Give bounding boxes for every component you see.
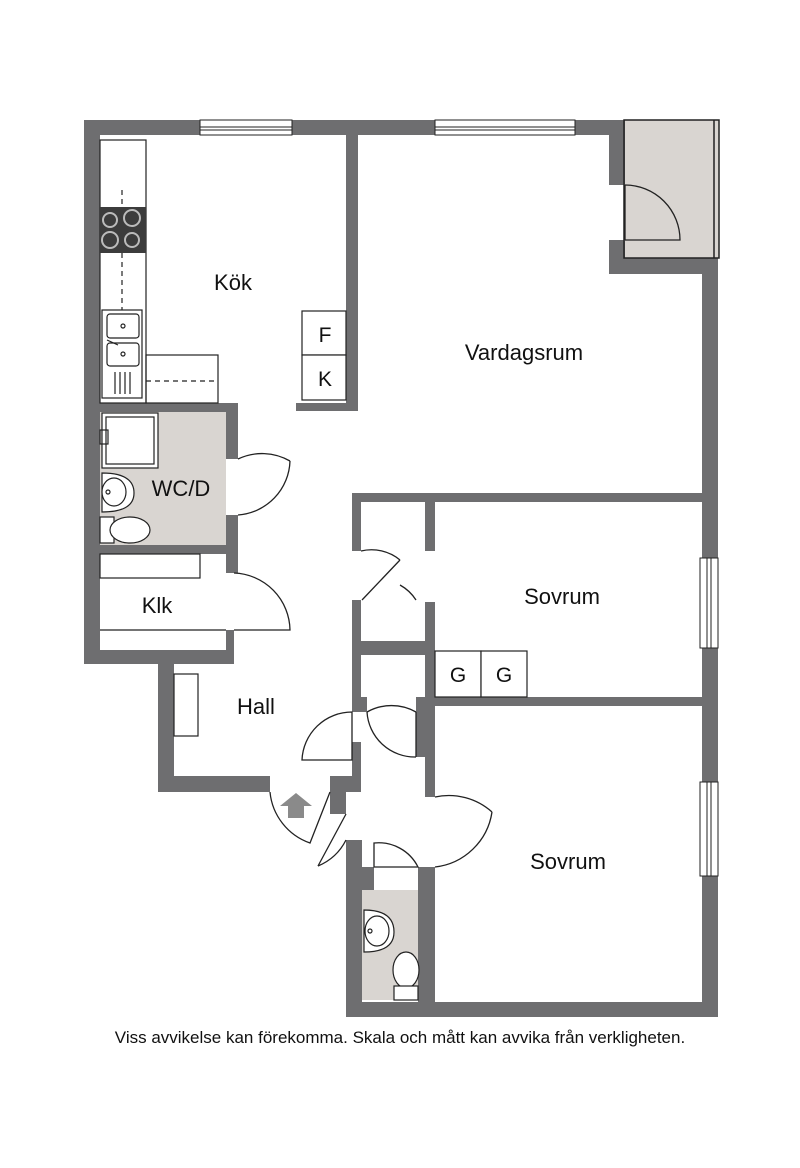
- room-label-wc: WC/D: [152, 476, 211, 501]
- walls: [84, 120, 718, 1017]
- room-label-bedroom-2: Sovrum: [530, 849, 606, 874]
- room-label-closet: Klk: [142, 593, 174, 618]
- fridge-label: F: [319, 324, 332, 347]
- entrance-arrow-icon: [280, 793, 312, 818]
- windows: [199, 119, 719, 877]
- room-label-kitchen: Kök: [214, 270, 253, 295]
- wardrobes: [434, 650, 528, 698]
- room-label-hall: Hall: [237, 694, 275, 719]
- wardrobe-label-1: G: [450, 664, 466, 687]
- hall-shelf: [173, 673, 199, 737]
- kitchen-counter: [99, 139, 219, 404]
- washbasin-icon: [101, 472, 135, 513]
- room-label-bedroom-1: Sovrum: [524, 584, 600, 609]
- stove-icon: [100, 207, 146, 253]
- fridge-freezer: [301, 310, 347, 401]
- shower-icon: [99, 412, 159, 469]
- balcony-floor: [624, 120, 719, 258]
- kitchen-sink-icon: [101, 309, 143, 399]
- doors: [233, 184, 681, 868]
- small-toilet-icon: [392, 951, 420, 1001]
- wardrobe-label-2: G: [496, 664, 512, 687]
- toilet-icon: [99, 516, 151, 544]
- freezer-label: K: [318, 368, 332, 391]
- disclaimer-text: Viss avvikelse kan förekomma. Skala och …: [114, 1028, 686, 1047]
- closet-shelf: [99, 553, 226, 631]
- small-washbasin-icon: [363, 909, 395, 953]
- balcony-outline: [623, 119, 720, 259]
- room-label-living: Vardagsrum: [465, 340, 583, 365]
